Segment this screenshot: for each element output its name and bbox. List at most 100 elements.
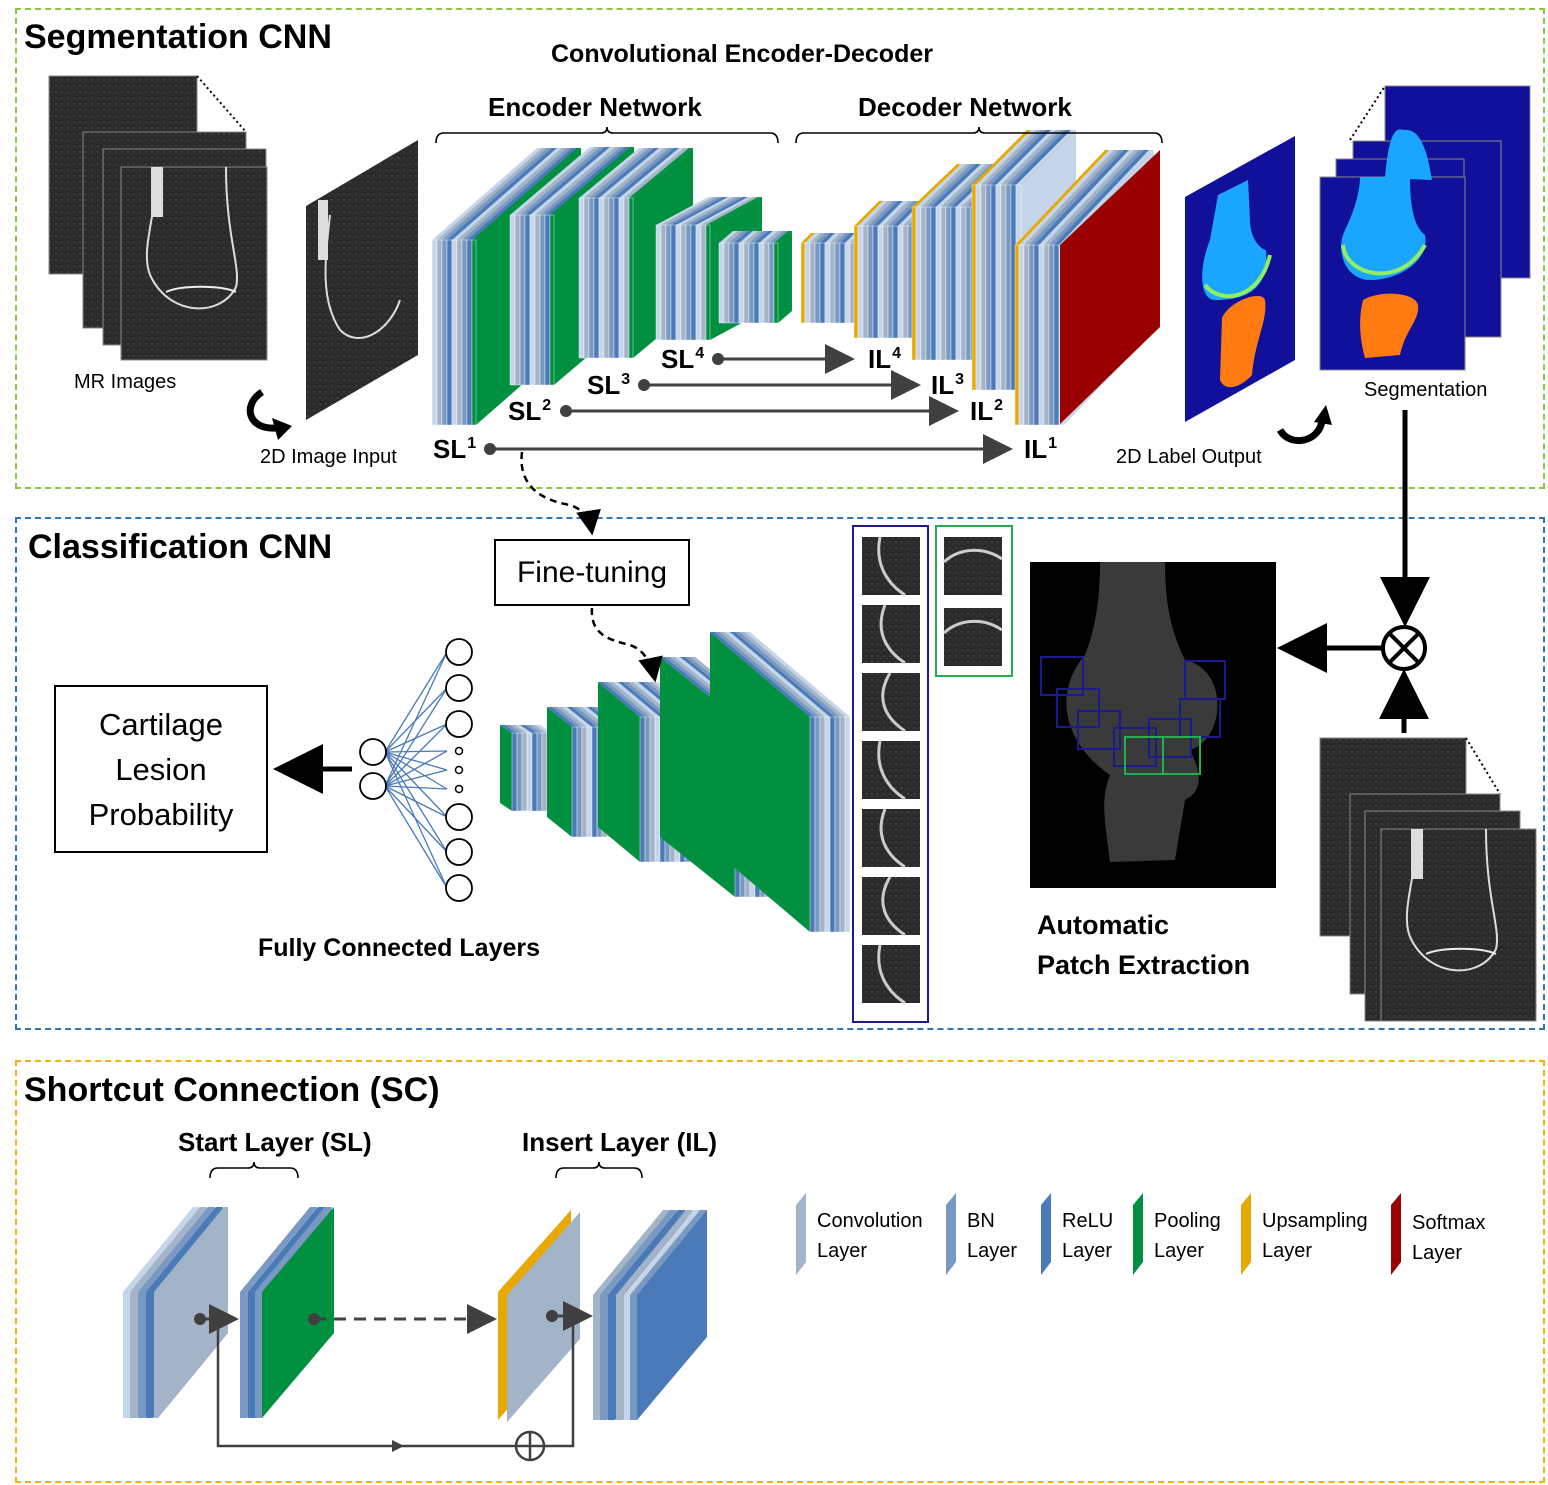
encoder-block-2-layer-edge (515, 147, 600, 215)
decoder-block-1-layer-strip (975, 184, 982, 391)
sc-startA-layer-edge (146, 1207, 223, 1292)
cls-block-2-edge (552, 707, 582, 727)
decoder-block-3-upsample-edge (854, 201, 883, 226)
decoder-block-2-layer-edge (936, 164, 986, 207)
decoder-block-1-layer-edge (1001, 130, 1061, 185)
mr-images-stack (48, 75, 268, 361)
fc-connection (384, 750, 448, 787)
il3-label: IL3 (931, 370, 964, 401)
segmentation-label: Segmentation (1364, 379, 1488, 401)
decoder-block-1-upsample-edge (972, 130, 1031, 185)
encoder-block-1-layer-strip (441, 239, 448, 426)
encoder-block-1-layer-edge (447, 148, 557, 240)
sl3-name: SL (587, 370, 621, 400)
encoder-block-1-layer-strip (446, 239, 453, 426)
decoder-block-0-layer-edge (1029, 150, 1124, 245)
insert-layer-label: Insert Layer (IL) (522, 1127, 718, 1157)
decoder-block-4-layer-edge (830, 233, 845, 243)
cls-block-2-edge (547, 707, 577, 727)
sc-insertB-layer-edge (616, 1210, 693, 1295)
softmax-face (1060, 150, 1160, 424)
il4-index: 4 (892, 345, 902, 363)
sc-insert-conv (507, 1212, 580, 1422)
fc-connection (384, 723, 448, 787)
encoder-block-1-layer-edge (462, 148, 572, 240)
encoder-block-4-layer-edge (686, 197, 743, 225)
input-slice-face (306, 140, 418, 420)
encoder-block-3-layer-edge (614, 148, 679, 198)
sc-startB-layer-edge (240, 1207, 317, 1292)
fc-neuron-hidden (445, 638, 473, 666)
encoder-block-4-layer-edge (676, 197, 733, 225)
encoder-block-5-pool-edge (774, 231, 792, 243)
positive-patch-cartilage (942, 548, 1003, 564)
cls-block-3-pool (598, 682, 640, 862)
encoder-block-5-layer-strip (723, 242, 730, 324)
decoder-block-1-layer-edge (986, 130, 1046, 185)
cls-block-5-layer (844, 716, 851, 933)
decoder-block-2-layer-strip (940, 206, 947, 361)
il1-label: IL1 (1024, 434, 1057, 465)
cls-block-5-pool (710, 632, 810, 932)
sc-insertB-layer-edge (630, 1210, 707, 1295)
fc-neuron-hidden (445, 710, 473, 738)
sc-startB-layer-edge (255, 1207, 332, 1292)
encoder-bracket (435, 126, 779, 144)
encoder-block-1-layer-strip (451, 239, 458, 426)
decoder-block-4-layer-strip (809, 242, 816, 324)
mr-images-stack-ellipsis-line (196, 75, 247, 133)
patch-extraction-line-1: Automatic (1037, 910, 1170, 940)
mr-images-stack-bright-tissue (151, 167, 163, 217)
encoder-block-3-layer-strip (618, 197, 625, 359)
decoder-block-4-layer-edge (815, 233, 830, 243)
fc-connection (384, 751, 448, 818)
decoder-block-0-layer-strip (1028, 244, 1035, 426)
fc-neuron-hidden (445, 803, 473, 831)
encoder-block-5-layer-edge (754, 231, 773, 243)
cls-block-2-layer (591, 726, 598, 838)
encoder-block-4-layer-strip (660, 224, 667, 341)
cls-block-5-edge (730, 632, 835, 717)
curved-arrow-output-head (1314, 405, 1332, 425)
decoder-block-4-layer-edge (805, 233, 820, 243)
legend-label: ReLU (1062, 1210, 1114, 1232)
decoder-block-3-layer-strip (897, 225, 904, 339)
seg-femur-back (1385, 129, 1432, 180)
encoder-block-2-layer-strip (529, 214, 536, 386)
output-line-2: Lesion (115, 751, 207, 787)
label-femur (1202, 180, 1267, 300)
decoder-block-1-layer-strip (1005, 184, 1012, 391)
sc-startA-layer-strip (123, 1292, 130, 1418)
sc-insertB-face (637, 1210, 707, 1420)
patch-knee-shape (1066, 562, 1218, 862)
sc-insertB-layer-edge (593, 1210, 670, 1295)
cls-block-2-layer (571, 726, 578, 838)
legend-sublabel: Layer (1154, 1240, 1205, 1262)
decoder-block-1-layer-edge (976, 130, 1036, 185)
negative-patch-cartilage (881, 876, 906, 937)
decoder-block-0-upsample-strip (1014, 244, 1020, 426)
cls-block-1-layer (511, 732, 518, 812)
encoder-block-5-layer-strip (743, 242, 750, 324)
decoder-block-1-layer-strip (980, 184, 987, 391)
mr-input-stack-bright-tissue (1411, 829, 1423, 879)
cls-block-3-layer (639, 716, 646, 863)
encoder-block-4-layer-edge (656, 197, 713, 225)
cls-block-5-layer (819, 716, 826, 933)
positive-patch (944, 537, 1002, 595)
decoder-block-1-layer-strip (1000, 184, 1007, 391)
sc-startB-pool (262, 1207, 334, 1418)
encoder-block-4-layer-edge (691, 197, 748, 225)
label-output-label: 2D Label Output (1116, 446, 1262, 468)
mr-images-label: MR Images (74, 371, 177, 393)
sc-insertB-layer-strip (630, 1295, 637, 1420)
fc-neuron-output (359, 772, 387, 800)
negative-patch-cartilage (879, 808, 906, 869)
encoder-block-5-layer-edge (749, 231, 768, 243)
fc-neuron-hidden (445, 674, 473, 702)
decoder-block-2-layer-strip (945, 206, 952, 361)
decoder-block-3-layer-edge (878, 201, 908, 226)
sl4-name: SL (661, 344, 695, 374)
il1-index: 1 (1048, 435, 1058, 453)
